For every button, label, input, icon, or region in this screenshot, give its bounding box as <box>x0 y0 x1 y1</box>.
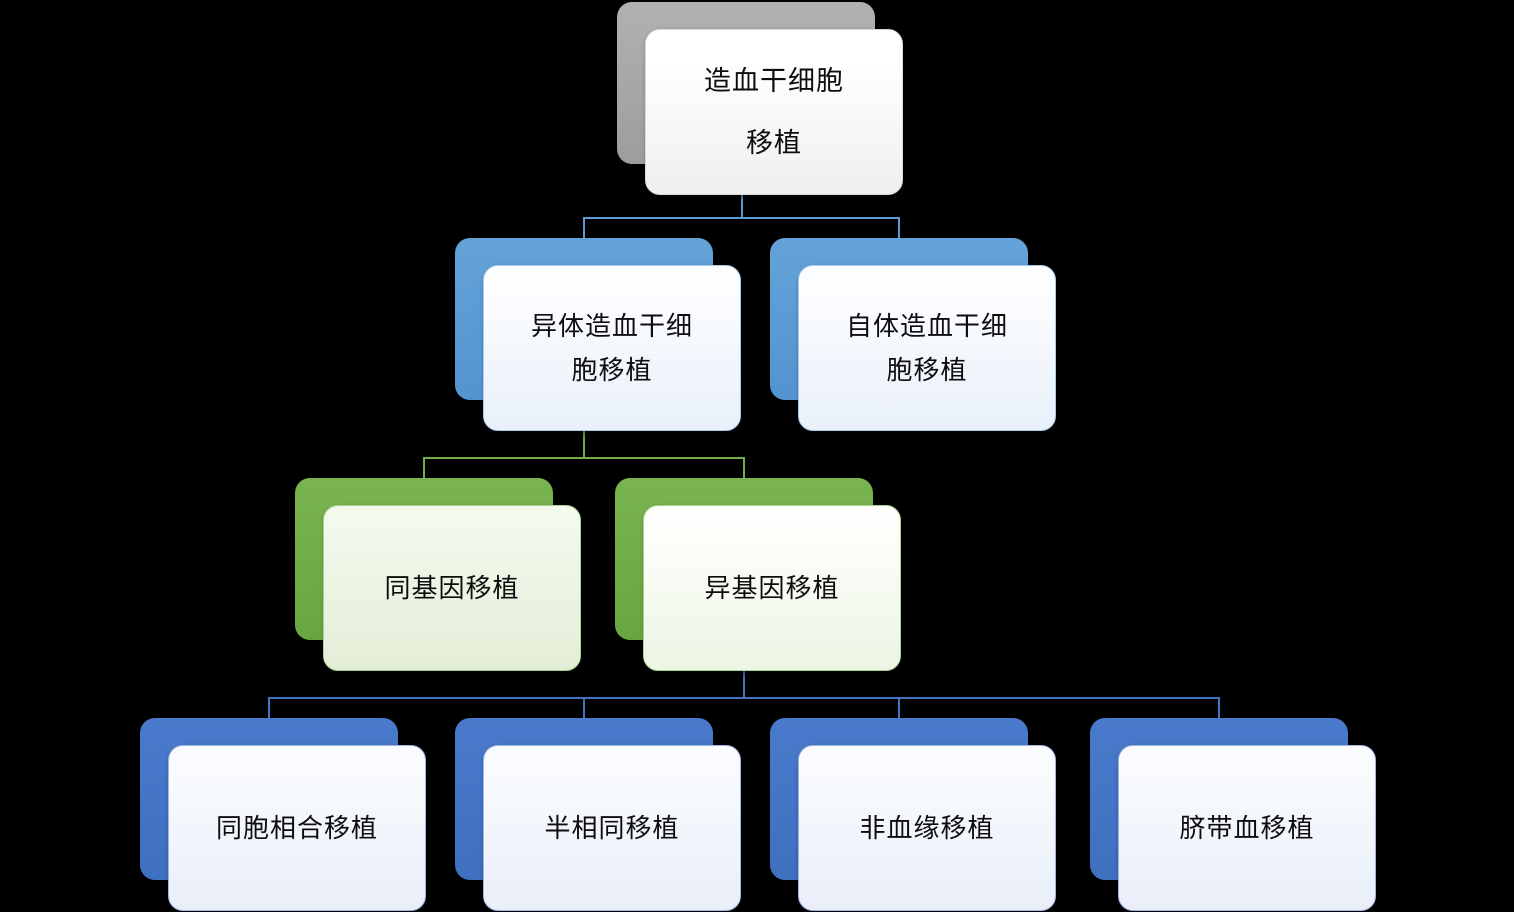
node-hsct-root-line1: 造血干细胞 <box>704 66 844 96</box>
node-allogeneic-hsct-line2: 胞移植 <box>571 355 653 385</box>
node-unrelated-donor-line1: 非血缘移植 <box>859 813 995 843</box>
node-autologous-hsct: 自体造血干细 胞移植 <box>770 238 1056 431</box>
node-unrelated-donor-box: 非血缘移植 <box>798 745 1056 911</box>
node-haploidentical-label: 半相同移植 <box>544 806 679 850</box>
node-syngeneic-transplant-label: 同基因移植 <box>384 566 519 610</box>
node-cord-blood-label: 脐带血移植 <box>1179 806 1314 850</box>
node-sibling-matched-label: 同胞相合移植 <box>216 806 378 850</box>
node-cord-blood-transplant: 脐带血移植 <box>1090 718 1376 911</box>
node-hsct-root-line2: 移植 <box>746 128 802 158</box>
node-cord-blood-box: 脐带血移植 <box>1118 745 1376 911</box>
node-autologous-hsct-line2: 胞移植 <box>886 355 968 385</box>
node-allogeneic-hsct-line1: 异体造血干细 <box>530 311 693 341</box>
node-allogeneic-transplant: 异基因移植 <box>615 478 901 671</box>
node-autologous-hsct-label: 自体造血干细 胞移植 <box>846 304 1008 392</box>
node-autologous-hsct-box: 自体造血干细 胞移植 <box>798 265 1056 431</box>
connector-level2-to-level3 <box>423 428 745 478</box>
connector-level3-to-level4 <box>268 668 1220 718</box>
node-cord-blood-line1: 脐带血移植 <box>1179 813 1315 843</box>
node-hsct-root-label: 造血干细胞 移植 <box>704 50 844 174</box>
node-allogeneic-transplant-line1: 异基因移植 <box>704 573 840 603</box>
connector-root-to-level2 <box>583 192 900 238</box>
node-allogeneic-hsct-box: 异体造血干细 胞移植 <box>483 265 741 431</box>
node-hsct-root-box: 造血干细胞 移植 <box>645 29 903 195</box>
node-haploidentical-line1: 半相同移植 <box>544 813 680 843</box>
node-syngeneic-transplant-line1: 同基因移植 <box>384 573 520 603</box>
node-allogeneic-transplant-box: 异基因移植 <box>643 505 901 671</box>
node-allogeneic-hsct: 异体造血干细 胞移植 <box>455 238 741 431</box>
node-sibling-matched-line1: 同胞相合移植 <box>215 813 378 843</box>
node-syngeneic-transplant: 同基因移植 <box>295 478 581 671</box>
node-haploidentical-box: 半相同移植 <box>483 745 741 911</box>
node-unrelated-donor-label: 非血缘移植 <box>859 806 994 850</box>
node-allogeneic-hsct-label: 异体造血干细 胞移植 <box>531 304 693 392</box>
node-sibling-matched-transplant: 同胞相合移植 <box>140 718 426 911</box>
node-sibling-matched-box: 同胞相合移植 <box>168 745 426 911</box>
node-allogeneic-transplant-label: 异基因移植 <box>704 566 839 610</box>
node-autologous-hsct-line1: 自体造血干细 <box>845 311 1008 341</box>
node-haploidentical-transplant: 半相同移植 <box>455 718 741 911</box>
node-syngeneic-transplant-box: 同基因移植 <box>323 505 581 671</box>
node-unrelated-donor-transplant: 非血缘移植 <box>770 718 1056 911</box>
node-hsct-root: 造血干细胞 移植 <box>617 2 903 195</box>
